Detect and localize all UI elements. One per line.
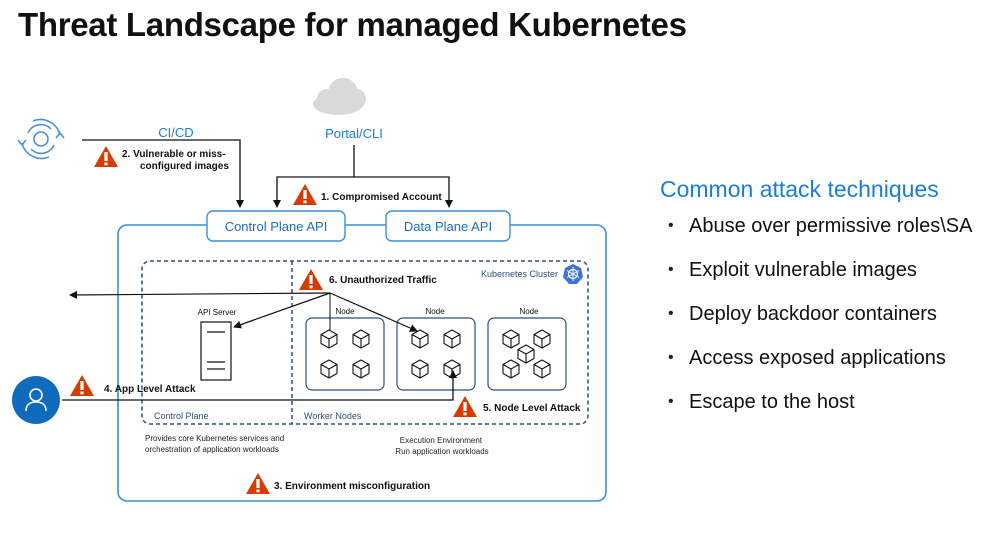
control-plane-api-box[interactable]: Control Plane API xyxy=(206,210,346,242)
warning-icon xyxy=(453,396,477,417)
threat-4-label: 4. App Level Attack xyxy=(104,384,196,395)
data-plane-api-box[interactable]: Data Plane API xyxy=(385,210,511,242)
warning-icon xyxy=(299,269,323,290)
list-item: Abuse over permissive roles\SA xyxy=(660,215,972,259)
threat-1-label: 1. Compromised Account xyxy=(321,192,442,203)
list-item: Access exposed applications xyxy=(660,347,972,391)
page-title: Threat Landscape for managed Kubernetes xyxy=(18,6,687,43)
portal-to-data-plane-line xyxy=(354,176,453,208)
node-label: Node xyxy=(335,307,355,316)
threat-3-label: 3. Environment misconfiguration xyxy=(274,481,430,492)
threat-6-label: 6. Unauthorized Traffic xyxy=(329,275,437,286)
portal-to-control-plane-line xyxy=(273,176,354,208)
node-box[interactable]: Node xyxy=(487,307,567,391)
control-plane-description: Provides core Kubernetes services and or… xyxy=(145,434,286,454)
warning-icon xyxy=(246,473,270,494)
worker-desc-line-2: Run application workloads xyxy=(395,447,488,456)
managed-cluster-boundary xyxy=(117,224,607,502)
threat-2-line-2: configured images xyxy=(140,161,229,172)
traffic-exit-line xyxy=(69,290,331,299)
user-icon[interactable] xyxy=(12,376,60,424)
cloud-icon xyxy=(313,78,366,115)
control-plane-label: Control Plane xyxy=(154,411,209,421)
node-box[interactable]: Node xyxy=(305,307,385,391)
control-plane-desc-line-1: Provides core Kubernetes services and xyxy=(145,434,284,443)
traffic-to-node-line xyxy=(329,292,418,332)
attack-techniques-panel: Common attack techniques Abuse over perm… xyxy=(660,176,972,435)
threat-2-label: 2. Vulnerable or miss- configured images xyxy=(122,149,229,172)
portal-cli-label: Portal/CLI xyxy=(325,126,383,141)
cicd-flow-line xyxy=(82,139,244,208)
cicd-label: CI/CD xyxy=(158,125,193,140)
worker-desc-line-1: Execution Environment xyxy=(400,436,483,445)
worker-nodes-label: Worker Nodes xyxy=(304,411,362,421)
control-plane-desc-line-2: orchestration of application workloads xyxy=(145,445,279,454)
data-plane-api-label: Data Plane API xyxy=(404,219,492,234)
warning-icon xyxy=(70,375,94,396)
list-item: Exploit vulnerable images xyxy=(660,259,972,303)
cicd-cycle-icon xyxy=(17,118,65,160)
attack-techniques-heading: Common attack techniques xyxy=(660,176,939,202)
api-server-icon xyxy=(200,321,232,381)
kubernetes-cluster-label: Kubernetes Cluster xyxy=(481,269,558,279)
node-box[interactable]: Node xyxy=(396,307,476,391)
app-attack-line xyxy=(62,370,457,401)
attack-techniques-list: Abuse over permissive roles\SA Exploit v… xyxy=(660,215,972,435)
warning-icon xyxy=(94,146,118,167)
threat-diagram: CI/CD 2. Vulnerable or miss- configured … xyxy=(12,78,607,502)
threat-2-line-1: 2. Vulnerable or miss- xyxy=(122,149,226,160)
kubernetes-icon xyxy=(563,264,583,284)
worker-nodes-description: Execution Environment Run application wo… xyxy=(395,436,488,456)
node-label: Node xyxy=(519,307,539,316)
warning-icon xyxy=(293,184,317,205)
list-item: Escape to the host xyxy=(660,391,972,435)
traffic-to-api-server-line xyxy=(233,292,331,329)
threat-5-label: 5. Node Level Attack xyxy=(483,403,581,414)
api-server-label: API Server xyxy=(198,308,237,317)
node-label: Node xyxy=(425,307,445,316)
list-item: Deploy backdoor containers xyxy=(660,303,972,347)
control-plane-api-label: Control Plane API xyxy=(225,219,328,234)
